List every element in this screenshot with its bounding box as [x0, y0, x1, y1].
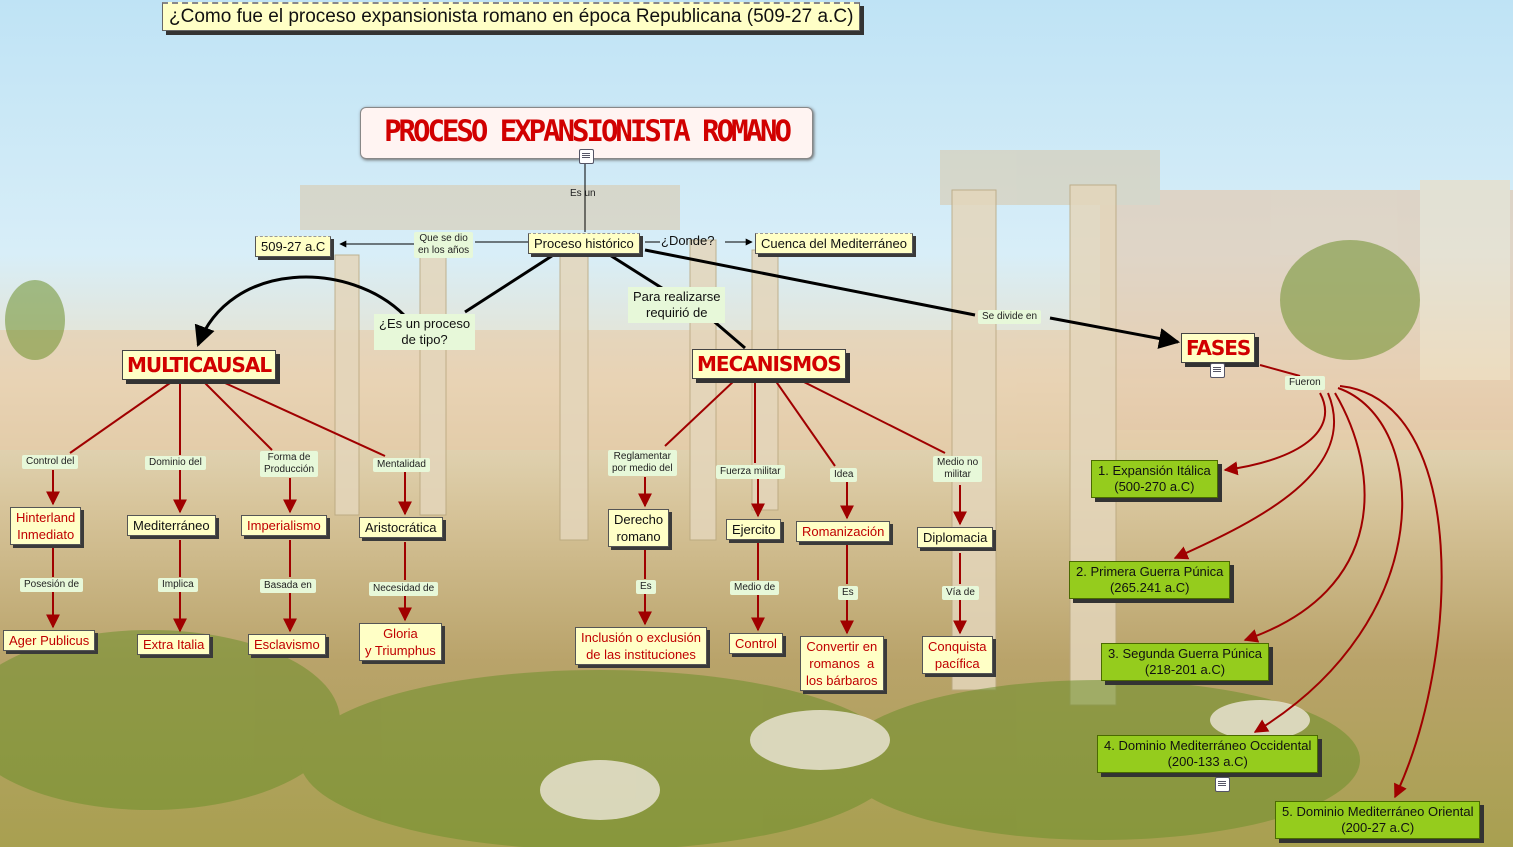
link-posesion: Posesión de [20, 578, 84, 592]
node-gloria[interactable]: Gloria y Triumphus [359, 623, 442, 661]
phase-2[interactable]: 2. Primera Guerra Púnica (265.241 a.C) [1069, 561, 1231, 599]
link-via-de: Vía de [942, 586, 979, 600]
link-medio-no-militar: Medio no militar [933, 456, 983, 482]
node-inclusion[interactable]: Inclusión o exclusión de las institucion… [575, 627, 707, 665]
edge-requirio-2 [709, 316, 746, 350]
link-es-un-proceso: ¿Es un proceso de tipo? [374, 314, 476, 350]
link-es-2: Es [838, 586, 858, 600]
node-aristocratica[interactable]: Aristocrática [359, 517, 443, 538]
node-esclavismo[interactable]: Esclavismo [248, 634, 326, 655]
link-reglamentar: Reglamentar por medio del [608, 450, 677, 476]
edge-tipo-2 [194, 275, 407, 347]
link-donde: ¿Donde? [661, 233, 715, 248]
node-diplomacia[interactable]: Diplomacia [917, 527, 994, 548]
node-ager-publicus[interactable]: Ager Publicus [3, 630, 96, 651]
note-icon-phase-4[interactable] [1215, 777, 1230, 792]
node-convertir[interactable]: Convertir en romanos a los bárbaros [800, 636, 884, 691]
node-romanizacion[interactable]: Romanización [796, 521, 891, 542]
node-multicausal[interactable]: MULTICAUSAL [122, 350, 277, 380]
link-forma-produccion: Forma de Producción [260, 451, 319, 477]
phase-3[interactable]: 3. Segunda Guerra Púnica (218-201 a.C) [1101, 643, 1269, 681]
link-es-1: Es [636, 580, 656, 594]
edge-divide-1 [644, 248, 976, 317]
node-conquista[interactable]: Conquista pacífica [922, 636, 993, 674]
node-derecho-romano[interactable]: Derecho romano [608, 509, 670, 547]
node-extra-italia[interactable]: Extra Italia [137, 634, 211, 655]
link-fueron: Fueron [1285, 376, 1325, 390]
node-mediterraneo[interactable]: Mediterráneo [127, 515, 216, 536]
node-cuenca[interactable]: Cuenca del Mediterráneo [755, 233, 913, 254]
phase-1[interactable]: 1. Expansión Itálica (500-270 a.C) [1091, 460, 1218, 498]
link-necesidad: Necesidad de [369, 582, 439, 596]
node-proceso-historico[interactable]: Proceso histórico [528, 233, 640, 254]
map-title: ¿Como fue el proceso expansionista roman… [162, 2, 861, 31]
node-ejercito[interactable]: Ejercito [726, 519, 782, 540]
note-icon[interactable] [579, 149, 594, 164]
edge-requirio-1 [604, 250, 666, 292]
phase-4[interactable]: 4. Dominio Mediterráneo Occidental (200-… [1097, 735, 1319, 773]
node-hinterland[interactable]: Hinterland Inmediato [10, 507, 82, 545]
edge-tipo-1 [464, 250, 559, 314]
link-basada: Basada en [260, 579, 316, 593]
link-mentalidad: Mentalidad [373, 458, 430, 472]
link-que-se-dio: Que se dio en los años [414, 232, 474, 258]
node-fecha[interactable]: 509-27 a.C [255, 236, 332, 257]
link-dominio-del: Dominio del [145, 456, 206, 470]
link-medio-de: Medio de [730, 581, 780, 595]
link-control-del: Control del [22, 455, 79, 469]
link-para-realizarse: Para realizarse requirió de [628, 287, 726, 323]
node-fases[interactable]: FASES [1181, 333, 1256, 363]
phase-5[interactable]: 5. Dominio Mediterráneo Oriental (200-27… [1275, 801, 1481, 839]
node-control[interactable]: Control [729, 633, 783, 654]
node-imperialismo[interactable]: Imperialismo [241, 515, 327, 536]
link-se-divide: Se divide en [978, 310, 1042, 324]
link-implica: Implica [158, 578, 198, 592]
link-fuerza-militar: Fuerza militar [716, 465, 785, 479]
link-idea: Idea [830, 468, 858, 482]
link-es-un: Es un [570, 188, 596, 199]
node-mecanismos[interactable]: MECANISMOS [692, 349, 846, 379]
note-icon-fases[interactable] [1210, 363, 1225, 378]
edge-divide-2 [1049, 316, 1181, 349]
